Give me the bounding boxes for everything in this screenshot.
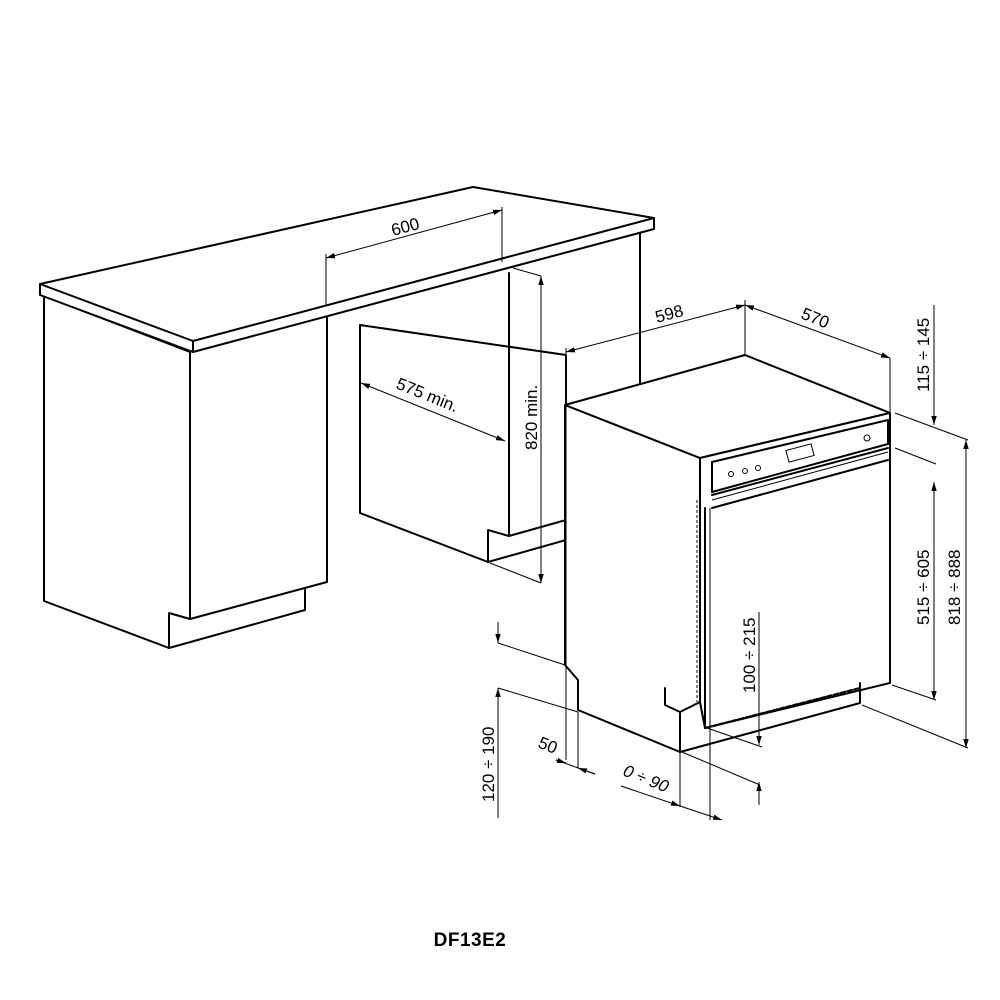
dim-niche-height: 820 min.: [522, 385, 541, 450]
dim-door-height: 515 ÷ 605: [914, 549, 933, 625]
dim-plinth-setback: 50: [536, 733, 561, 758]
dim-appliance-width: 598: [653, 301, 685, 327]
left-cabinet: [43, 295, 328, 649]
button-icon: [742, 468, 748, 474]
dim-total-height: 818 ÷ 888: [945, 549, 964, 625]
model-label: DF13E2: [433, 930, 507, 951]
dim-plinth-height-range: 100 ÷ 215: [740, 617, 759, 693]
knob-icon: [863, 434, 871, 442]
worktop: [39, 186, 655, 353]
button-icon: [728, 471, 734, 477]
dim-appliance-depth: 570: [799, 304, 832, 332]
dim-top-clearance: 115 ÷ 145: [914, 318, 933, 392]
dim-foot-height: 120 ÷ 190: [479, 726, 498, 802]
dimension-lines: [325, 207, 969, 821]
dim-plinth-offset: 0 ÷ 90: [621, 761, 672, 796]
dishwasher: [564, 354, 891, 753]
button-icon: [755, 465, 761, 471]
